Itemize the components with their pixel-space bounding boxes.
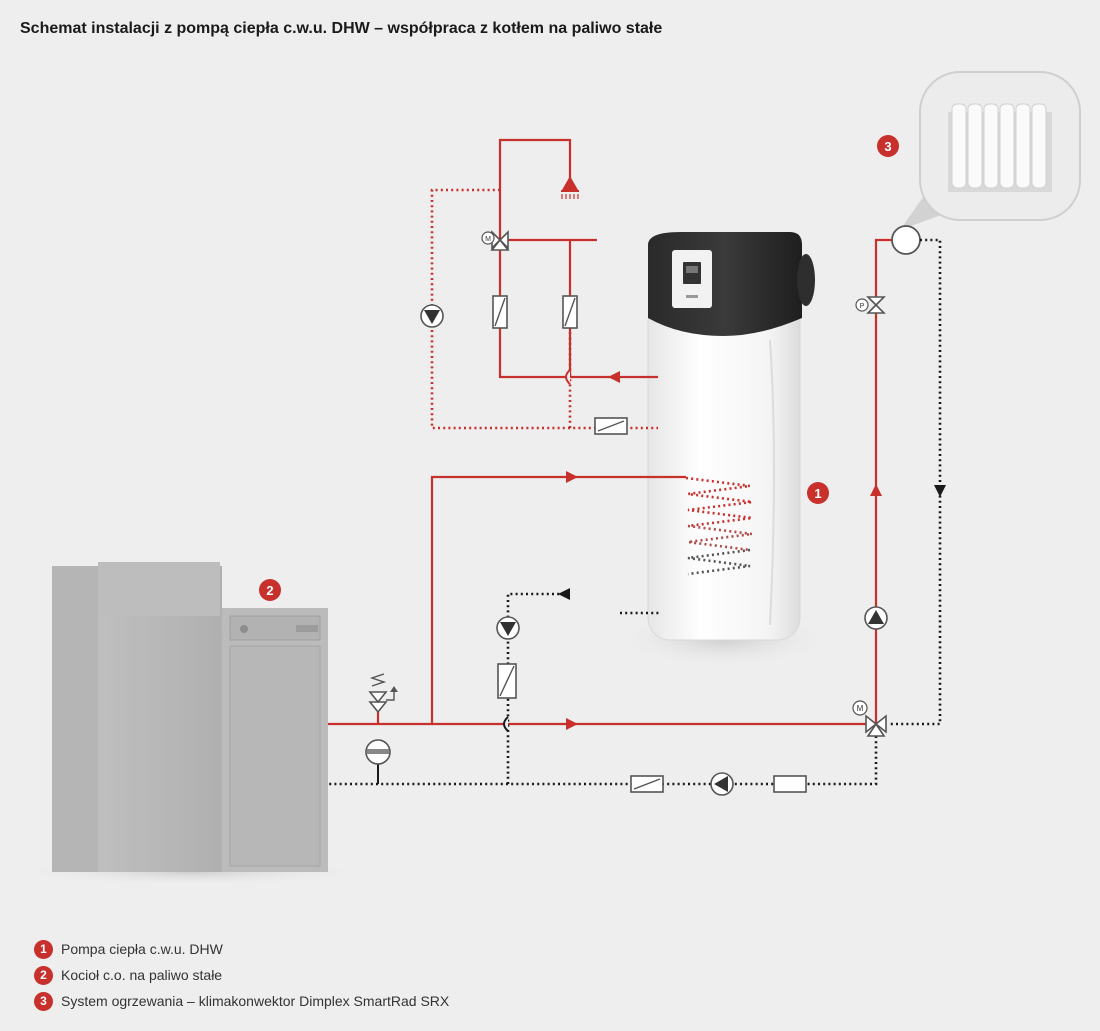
- radiator-icon: [948, 103, 1052, 192]
- legend-item: 3 System ogrzewania – klimakonwektor Dim…: [34, 988, 449, 1014]
- legend-badge: 2: [34, 965, 53, 985]
- expansion-vessel-icon: [365, 739, 391, 784]
- legend-item: 1 Pompa ciepła c.w.u. DHW: [34, 936, 449, 962]
- legend-badge: 3: [34, 991, 53, 1011]
- marker-3: 3: [877, 135, 899, 157]
- shower-icon: [561, 176, 579, 199]
- legend-label: Kocioł c.o. na paliwo stałe: [61, 967, 223, 983]
- flow-arrows: [558, 371, 946, 730]
- pump-icon: [420, 304, 444, 328]
- tank-heating-coil: [685, 476, 753, 576]
- safety-valve-icon: [368, 673, 398, 714]
- page-title: Schemat instalacji z pompą ciepła c.w.u.…: [20, 20, 663, 37]
- return-pipes: [328, 238, 942, 786]
- circulation-pipes: [430, 188, 658, 430]
- flow-meter-icon: [497, 417, 807, 793]
- motor-label: M: [485, 236, 491, 243]
- svg-text:2: 2: [266, 583, 273, 598]
- svg-text:3: 3: [884, 139, 891, 154]
- pump-icon: [496, 606, 888, 796]
- radiator-callout: [891, 71, 1081, 255]
- three-way-valve-icon: M: [852, 700, 887, 737]
- thermostatic-valve: P: [855, 296, 886, 314]
- thermo-label: P: [860, 303, 865, 310]
- heat-exchanger-icon: [492, 295, 578, 329]
- legend-badge: 1: [34, 939, 53, 959]
- marker-1: 1: [807, 482, 829, 504]
- legend-label: Pompa ciepła c.w.u. DHW: [61, 941, 223, 957]
- legend: 1 Pompa ciepła c.w.u. DHW 2 Kocioł c.o. …: [34, 936, 449, 1014]
- svg-text:1: 1: [814, 486, 821, 501]
- legend-item: 2 Kocioł c.o. na paliwo stałe: [34, 962, 449, 988]
- pipe-crossovers: [503, 369, 571, 732]
- marker-2: 2: [259, 579, 281, 601]
- solid-fuel-boiler: [10, 562, 370, 886]
- heat-pump-tank: [614, 232, 834, 668]
- legend-label: System ogrzewania – klimakonwektor Dimpl…: [61, 993, 450, 1009]
- dhw-mixing-valve: M: [481, 230, 510, 251]
- motor-label: M: [857, 704, 864, 713]
